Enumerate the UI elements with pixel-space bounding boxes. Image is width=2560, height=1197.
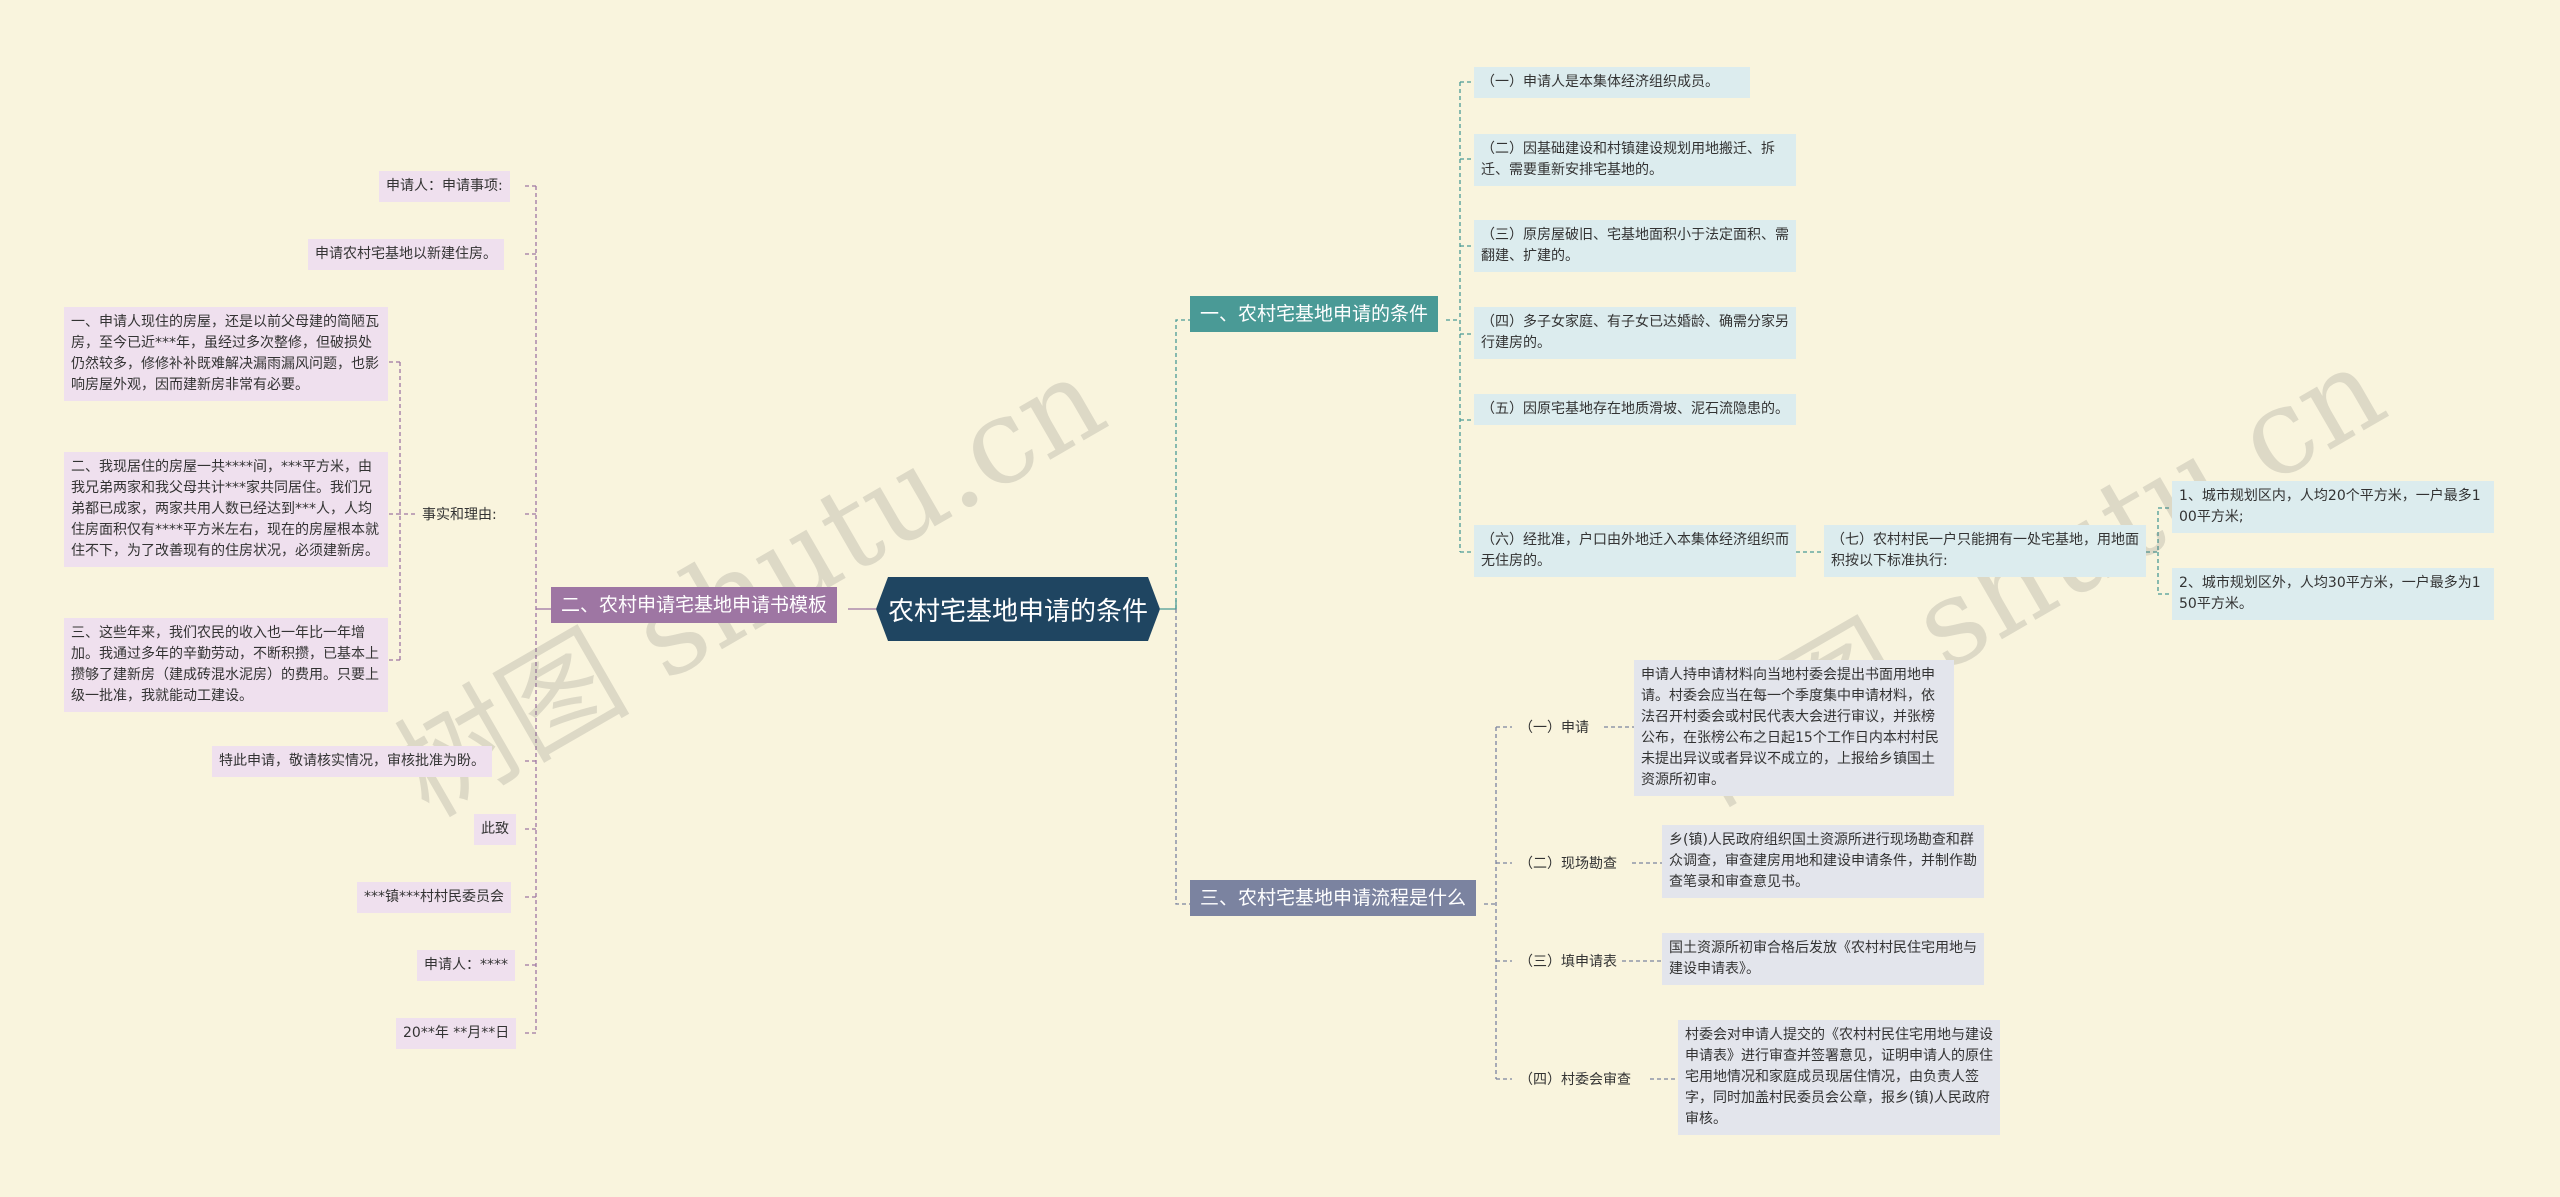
category-template[interactable]: 二、农村申请宅基地申请书模板 xyxy=(551,587,838,623)
root-node[interactable]: 农村宅基地申请的条件 xyxy=(876,577,1160,641)
fact-item[interactable]: 三、这些年来，我们农民的收入也一年比一年增加。我通过多年的辛勤劳动，不断积攒，已… xyxy=(64,618,388,712)
connector-line xyxy=(2157,552,2172,595)
connector-line xyxy=(2146,507,2172,553)
condition-rule[interactable]: （七）农村村民一户只能拥有一处宅基地，用地面积按以下标准执行: xyxy=(1824,525,2146,577)
process-step[interactable]: （一）申请 xyxy=(1519,720,1589,736)
fact-item[interactable]: 一、申请人现住的房屋，还是以前父母建的简陋瓦房，至今已近***年，虽经过多次整修… xyxy=(64,307,388,401)
fact-item[interactable]: 二、我现居住的房屋一共****间，***平方米，由我兄弟两家和我父母共计***家… xyxy=(64,452,388,567)
process-step[interactable]: （四）村委会审查 xyxy=(1519,1072,1631,1088)
root-hexagon xyxy=(876,577,1160,641)
condition-item[interactable]: （六）经批准，户口由外地迁入本集体经济组织而无住房的。 xyxy=(1474,525,1796,577)
connector-line xyxy=(1160,600,1177,610)
condition-item[interactable]: （五）因原宅基地存在地质滑坡、泥石流隐患的。 xyxy=(1474,394,1796,425)
template-item[interactable]: 申请人：**** xyxy=(417,950,515,981)
standard-item[interactable]: 1、城市规划区内，人均20个平方米，一户最多100平方米; xyxy=(2172,481,2494,533)
template-item[interactable]: 申请人：申请事项: xyxy=(379,171,510,202)
category-process[interactable]: 三、农村宅基地申请流程是什么 xyxy=(1190,880,1477,916)
process-detail[interactable]: 乡(镇)人民政府组织国土资源所进行现场勘查和群众调查，审查建房用地和建设申请条件… xyxy=(1662,825,1984,898)
template-item[interactable]: ***镇***村村民委员会 xyxy=(357,882,511,913)
process-step[interactable]: （三）填申请表 xyxy=(1519,954,1617,970)
template-item-facts[interactable]: 事实和理由: xyxy=(422,507,497,523)
standard-item[interactable]: 2、城市规划区外，人均30平方米，一户最多为150平方米。 xyxy=(2172,568,2494,620)
connector-line xyxy=(1175,609,1190,905)
process-detail[interactable]: 村委会对申请人提交的《农村村民住宅用地与建设申请表》进行审查并签署意见，证明申请… xyxy=(1678,1020,2000,1135)
condition-item[interactable]: （二）因基础建设和村镇建设规划用地搬迁、拆迁、需要重新安排宅基地的。 xyxy=(1474,134,1796,186)
connector-line xyxy=(1175,319,1190,609)
template-item[interactable]: 特此申请，敬请核实情况，审核批准为盼。 xyxy=(212,746,492,777)
template-item[interactable]: 申请农村宅基地以新建住房。 xyxy=(308,239,504,270)
process-step[interactable]: （二）现场勘查 xyxy=(1519,856,1617,872)
process-detail[interactable]: 国土资源所初审合格后发放《农村村民住宅用地与建设申请表》。 xyxy=(1662,933,1984,985)
condition-item[interactable]: （三）原房屋破旧、宅基地面积小于法定面积、需翻建、扩建的。 xyxy=(1474,220,1796,272)
root-title: 农村宅基地申请的条件 xyxy=(887,596,1148,627)
category-conditions[interactable]: 一、农村宅基地申请的条件 xyxy=(1190,296,1439,332)
template-item[interactable]: 20**年 **月**日 xyxy=(396,1018,517,1049)
condition-item[interactable]: （四）多子女家庭、有子女已达婚龄、确需分家另行建房的。 xyxy=(1474,307,1796,359)
process-detail[interactable]: 申请人持申请材料向当地村委会提出书面用地申请。村委会应当在每一个季度集中申请材料… xyxy=(1634,660,1954,796)
template-item[interactable]: 此致 xyxy=(474,814,516,845)
condition-item[interactable]: （一）申请人是本集体经济组织成员。 xyxy=(1474,67,1750,98)
